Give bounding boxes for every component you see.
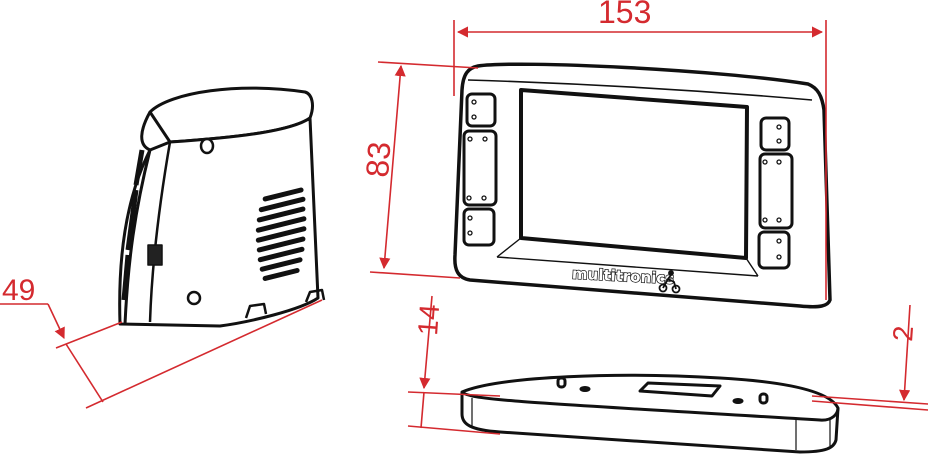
- dimension-mount-height: [407, 295, 501, 435]
- speaker-grille: [255, 187, 307, 281]
- side-view: [118, 86, 326, 328]
- dimension-width-label: 153: [598, 0, 651, 30]
- front-view: [453, 62, 832, 309]
- dimension-depth: [0, 299, 323, 409]
- dimension-width: [453, 20, 827, 300]
- mount-view: [460, 373, 840, 454]
- dimension-height-label: 83: [359, 140, 397, 178]
- dimension-mount-offset: [811, 304, 928, 411]
- dimension-mount-offset-label: 2: [887, 325, 919, 343]
- dimension-height: [369, 61, 479, 279]
- motorcycle-rider-icon: [658, 270, 681, 294]
- dimension-mount-height-label: 14: [412, 303, 445, 336]
- dimension-depth-label: 49: [2, 274, 35, 307]
